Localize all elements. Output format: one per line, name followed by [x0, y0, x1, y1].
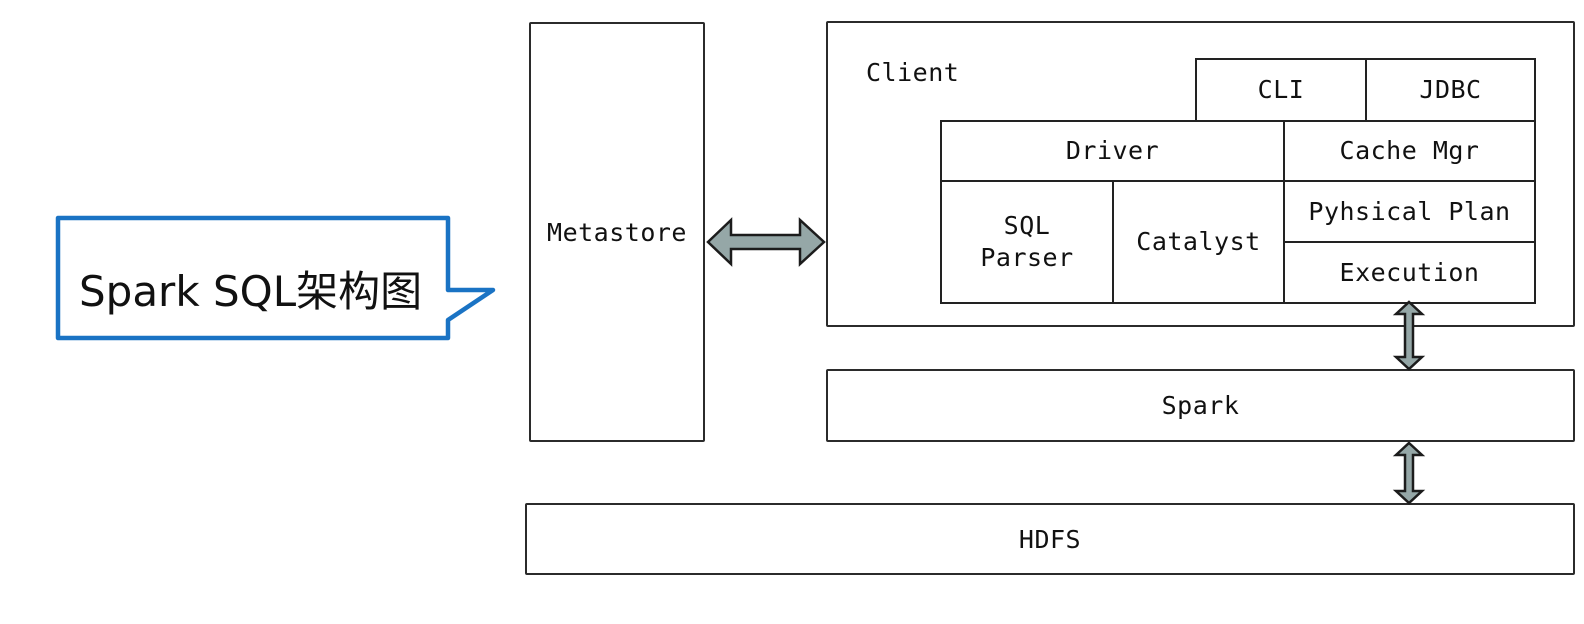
driver-label: Driver — [1065, 136, 1160, 165]
client-label: Client — [866, 58, 960, 87]
spark-label: Spark — [1161, 391, 1240, 420]
spark-hdfs-arrow — [1392, 441, 1426, 505]
hdfs-box: HDFS — [525, 503, 1575, 575]
spark-box: Spark — [826, 369, 1575, 442]
sql-parser-cell: SQL Parser — [940, 180, 1114, 304]
cache-mgr-cell: Cache Mgr — [1283, 120, 1536, 182]
metastore-client-arrow — [706, 217, 826, 267]
execution-spark-arrow — [1392, 300, 1426, 371]
cache-mgr-label: Cache Mgr — [1339, 136, 1480, 165]
sql-parser-label-line2: Parser — [980, 243, 1074, 272]
jdbc-label: JDBC — [1419, 75, 1482, 104]
execution-cell: Execution — [1283, 241, 1536, 304]
catalyst-cell: Catalyst — [1112, 180, 1285, 304]
hdfs-label: HDFS — [1018, 524, 1082, 554]
metastore-box: Metastore — [529, 22, 705, 442]
physical-plan-label: Pyhsical Plan — [1308, 196, 1511, 226]
callout-title: Spark SQL架构图 — [79, 267, 423, 316]
cli-label: CLI — [1257, 75, 1305, 104]
metastore-label: Metastore — [547, 217, 687, 247]
execution-label: Execution — [1339, 257, 1480, 287]
jdbc-cell: JDBC — [1365, 58, 1536, 122]
sql-parser-label-line1: SQL — [1003, 211, 1051, 240]
catalyst-label: Catalyst — [1136, 227, 1261, 256]
